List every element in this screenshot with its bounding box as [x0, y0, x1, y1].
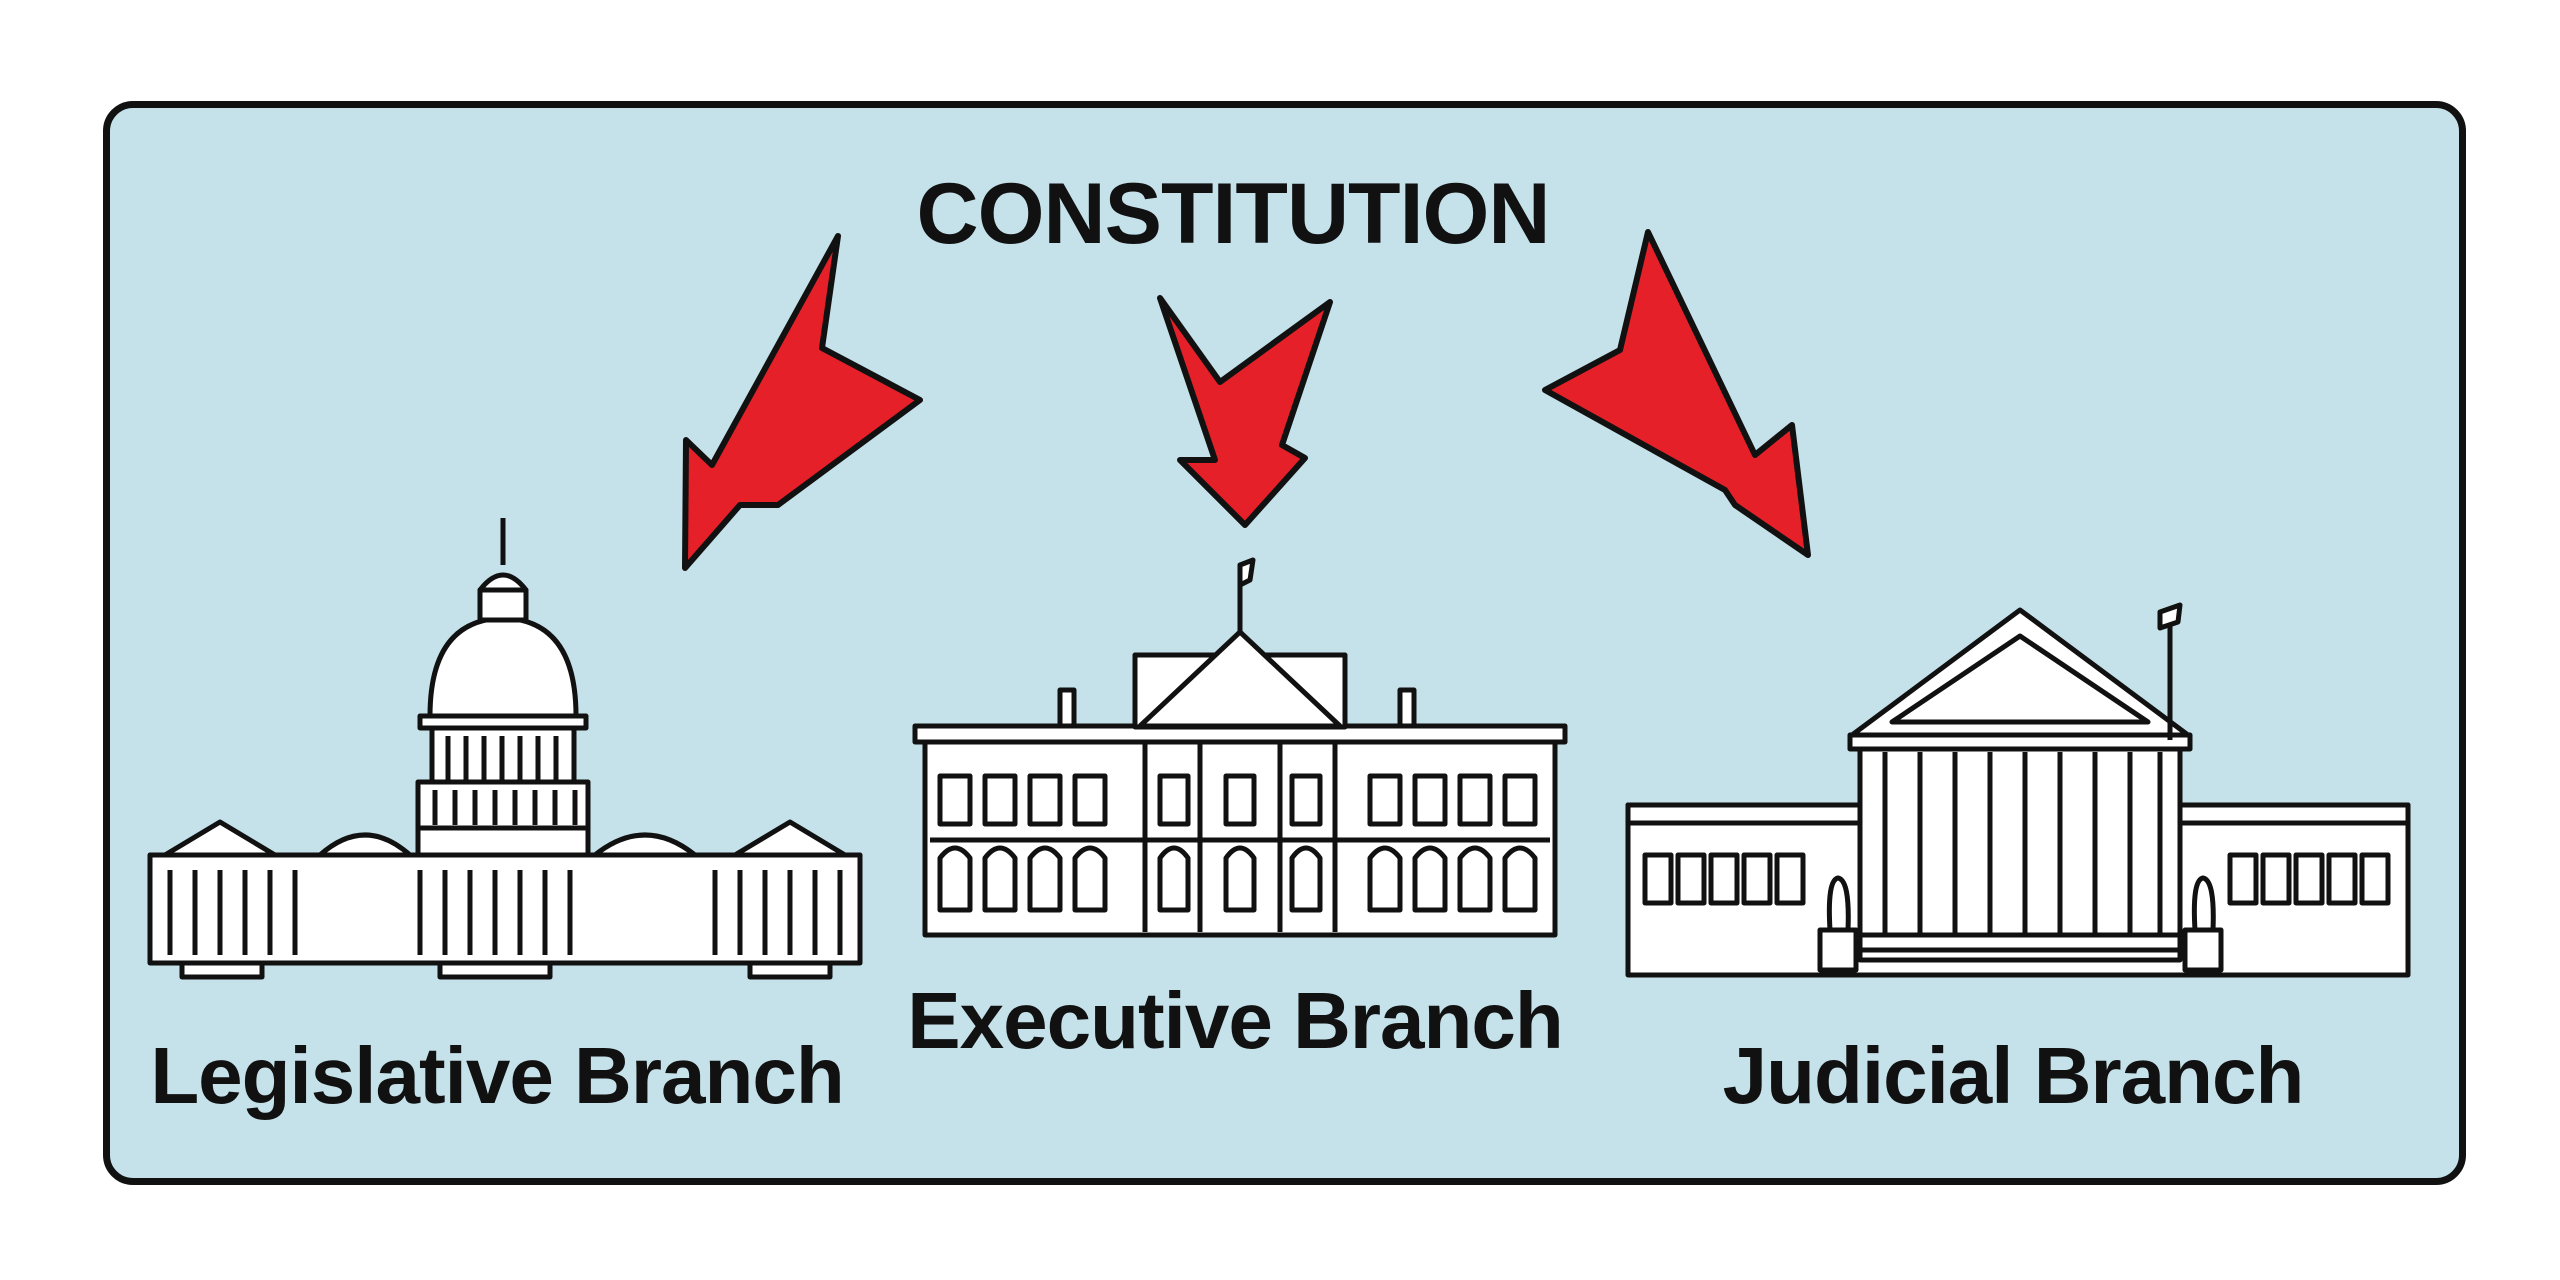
diagram-title: CONSTITUTION	[916, 166, 1551, 262]
supreme-court-icon	[1625, 602, 2411, 978]
arrow-to-executive	[1157, 295, 1333, 528]
judicial-branch-label: Judicial Branch	[1722, 1031, 2305, 1120]
white-house-icon	[912, 557, 1568, 938]
executive-branch-label: Executive Branch	[907, 976, 1563, 1065]
arrow-to-legislative	[682, 233, 923, 571]
arrow-to-judicial	[1542, 229, 1811, 558]
legislative-branch-label: Legislative Branch	[150, 1031, 844, 1120]
capitol-building-icon	[147, 518, 863, 980]
